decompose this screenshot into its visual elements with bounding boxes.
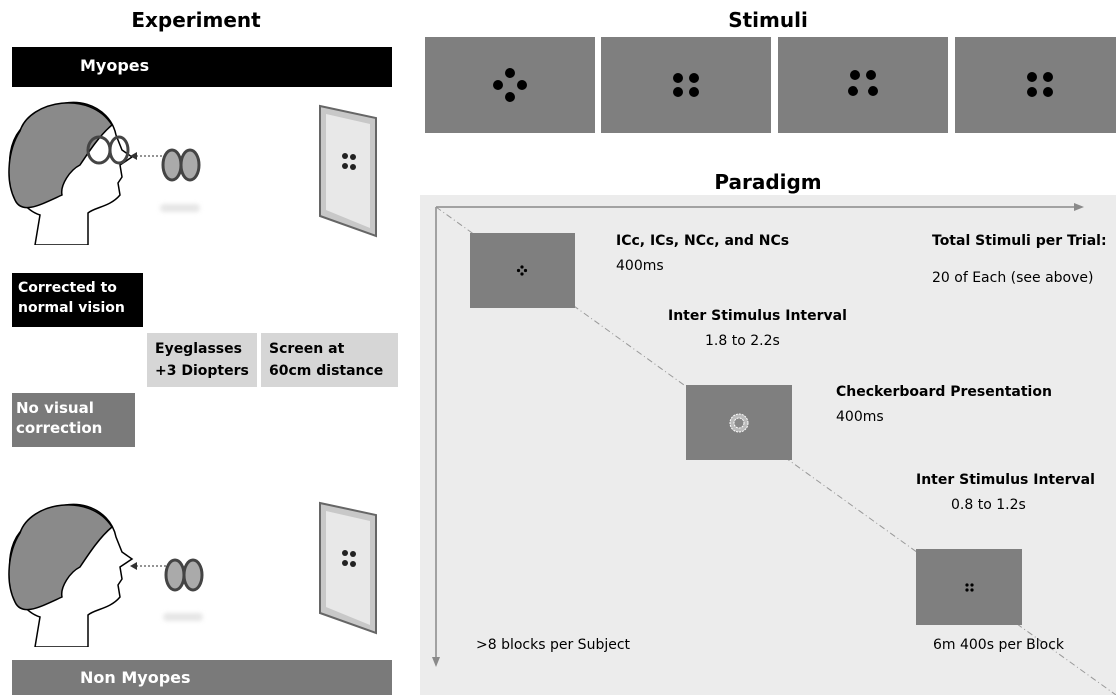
eye-view-arrow-2	[130, 562, 166, 570]
checkerboard-icon	[729, 413, 749, 433]
lens-shadow	[160, 204, 200, 212]
no-correction-label: No visual correction	[12, 393, 135, 447]
checkerboard-label: Checkerboard Presentation	[836, 384, 1052, 400]
screen-line2: 60cm distance	[269, 363, 384, 379]
non-myopes-bar: Non Myopes	[12, 660, 392, 695]
stimuli-title: Stimuli	[728, 8, 808, 32]
time-per-block: 6m 400s per Block	[933, 637, 1065, 653]
myopes-bar: Myopes	[12, 47, 392, 87]
stimulus-panel-2	[601, 37, 771, 133]
stim-presentation-box	[470, 233, 575, 308]
myopes-label: Myopes	[80, 56, 150, 75]
experiment-title: Experiment	[131, 8, 261, 32]
checkerboard-duration: 400ms	[836, 409, 884, 425]
paradigm-title: Paradigm	[714, 170, 822, 194]
screen-monitor-top	[319, 104, 377, 238]
lens-shadow-2	[163, 613, 203, 621]
small-stimulus-icon	[516, 265, 528, 276]
stimulus-panel-3	[778, 37, 948, 133]
blocks-per-subject: >8 blocks per Subject	[476, 637, 631, 653]
no-correction-line2: correction	[16, 419, 103, 437]
non-myopes-label: Non Myopes	[80, 668, 191, 687]
stim-duration: 400ms	[616, 258, 664, 274]
screen-distance-box: Screen at 60cm distance	[261, 333, 398, 387]
stimulus-panel-1	[425, 37, 595, 133]
total-stimuli-label: Total Stimuli per Trial:	[932, 233, 1107, 249]
stim-types-label: ICc, ICs, NCc, and NCs	[616, 233, 790, 249]
eyeglasses-line2: +3 Diopters	[155, 363, 249, 379]
paradigm-panel: ICc, ICs, NCc, and NCs 400ms Total Stimu…	[420, 195, 1116, 695]
myope-head-illustration	[8, 101, 134, 245]
screen-line1: Screen at	[269, 341, 345, 357]
lens-icon-2	[164, 558, 204, 592]
eyeglasses-line1: Eyeglasses	[155, 341, 242, 357]
isi2-value: 0.8 to 1.2s	[951, 497, 1026, 513]
eyeglasses-box: Eyeglasses +3 Diopters	[147, 333, 257, 387]
checkerboard-box	[686, 385, 792, 460]
isi2-label: Inter Stimulus Interval	[916, 472, 1095, 488]
isi1-label: Inter Stimulus Interval	[668, 308, 847, 324]
corrected-line1: Corrected to	[18, 280, 117, 296]
isi1-value: 1.8 to 2.2s	[705, 333, 780, 349]
stimulus-ics-figure	[848, 70, 878, 96]
corrected-label: Corrected to normal vision	[12, 273, 143, 327]
stimulus-icc-figure	[493, 68, 527, 102]
no-correction-line1: No visual	[16, 399, 94, 417]
non-myope-head-illustration	[8, 503, 134, 647]
stimulus-ncc-figure	[673, 73, 699, 97]
stimulus-panel-4	[955, 37, 1116, 133]
end-stim-box	[916, 549, 1022, 625]
stimulus-ncs-figure	[1027, 72, 1053, 97]
total-stimuli-value: 20 of Each (see above)	[932, 270, 1094, 286]
screen-monitor-bottom	[319, 501, 377, 635]
eye-view-arrow	[130, 152, 166, 160]
corrected-line2: normal vision	[18, 300, 125, 316]
eyeglasses-lens-icon	[161, 148, 201, 182]
end-stimulus-icon	[965, 583, 974, 592]
